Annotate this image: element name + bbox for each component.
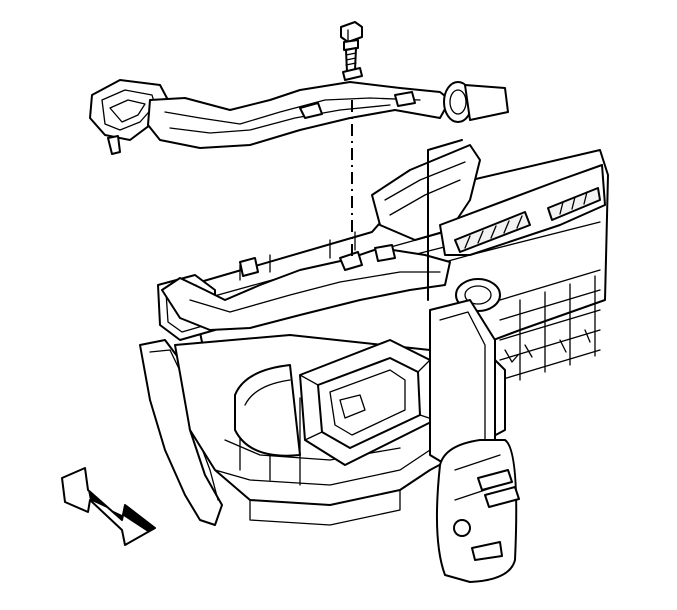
alignment-lines bbox=[351, 100, 463, 301]
vehicle-front-direction-arrow bbox=[61, 467, 156, 546]
fastener-bolt bbox=[340, 21, 363, 81]
evaporator-drain-tube bbox=[429, 299, 591, 583]
lower-air-duct bbox=[161, 244, 451, 331]
blower-inlet-opening bbox=[299, 339, 436, 466]
air-duct bbox=[89, 79, 509, 155]
